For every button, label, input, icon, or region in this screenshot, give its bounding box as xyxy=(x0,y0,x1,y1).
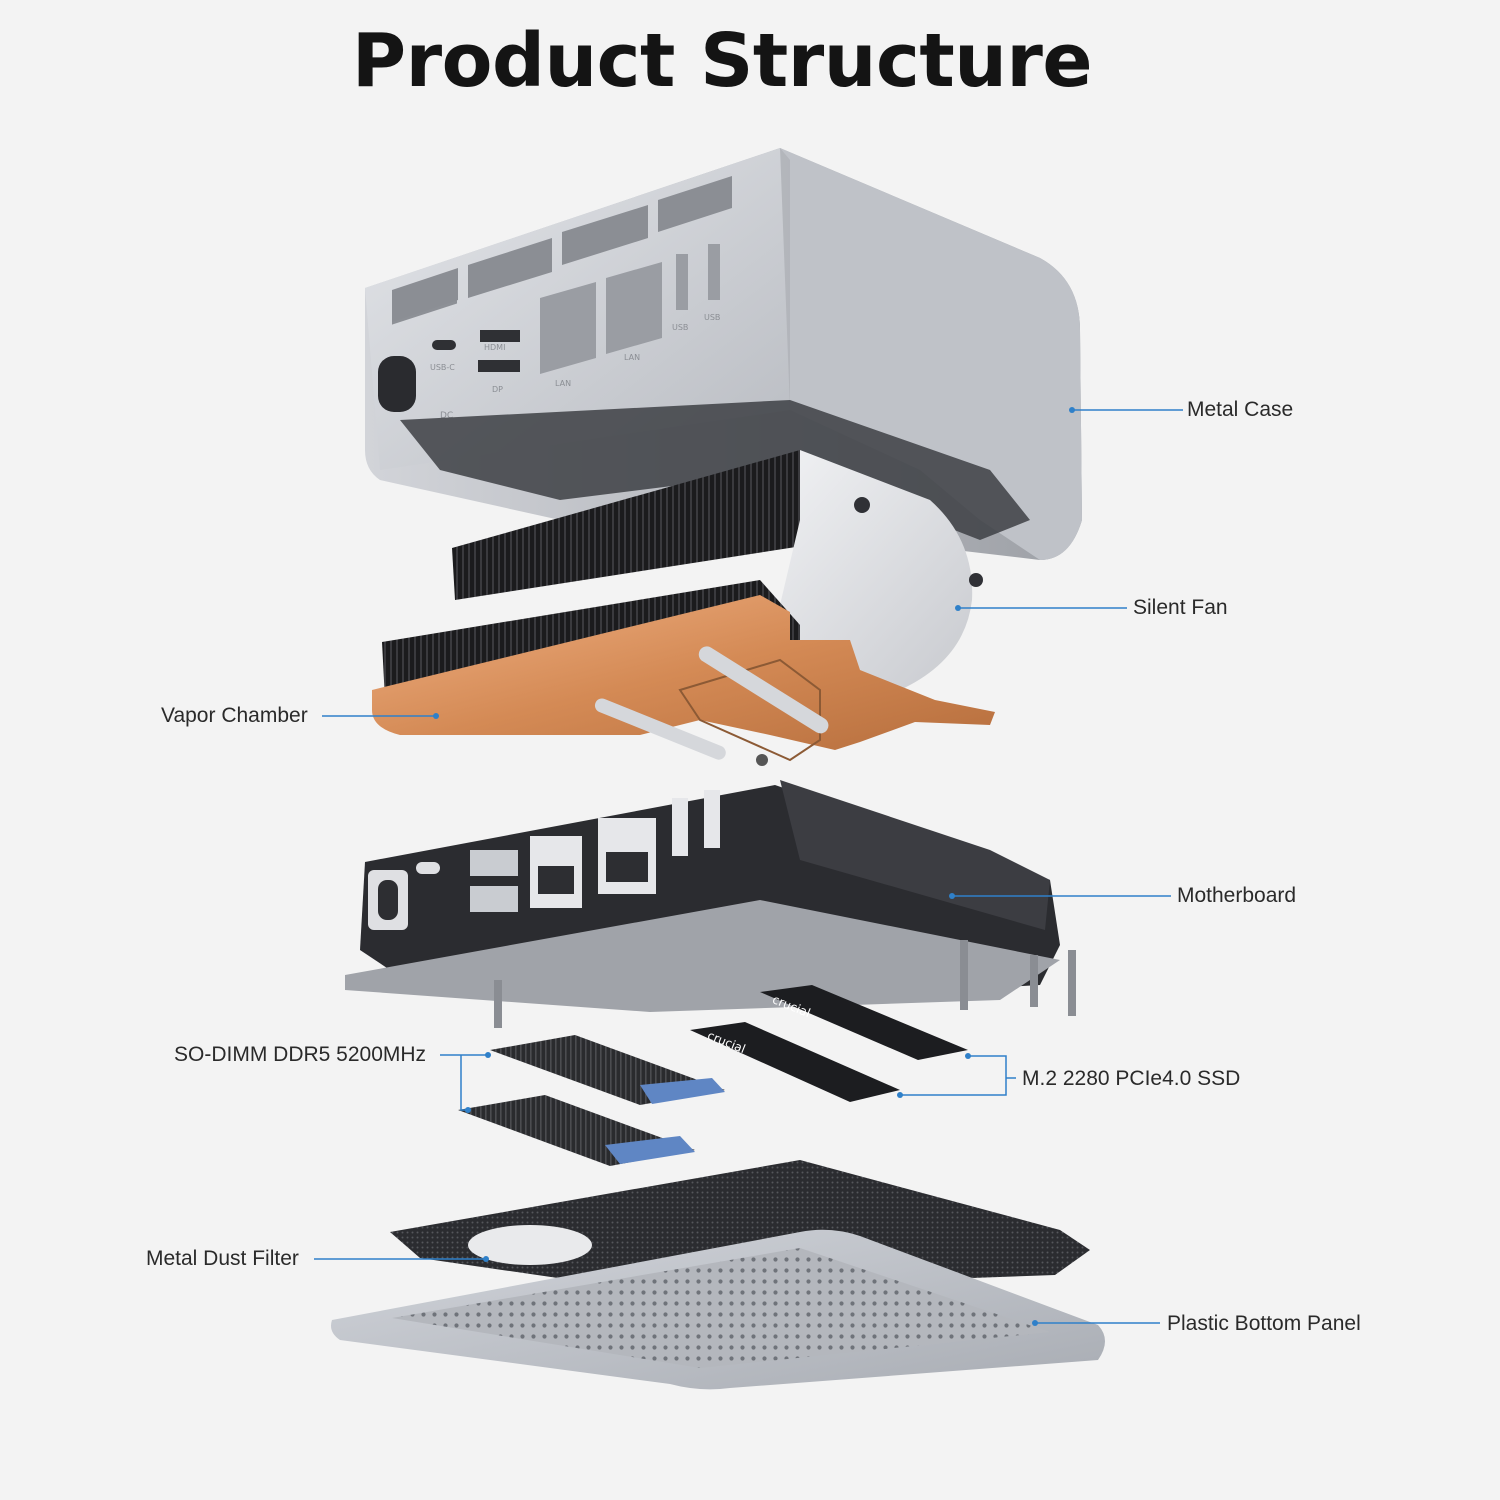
leader-dots xyxy=(433,407,1075,1326)
metal-case: DC USB-C HDMI DP LAN LAN USB USB xyxy=(365,148,1082,560)
svg-text:DC: DC xyxy=(440,411,453,421)
usb-port-1-label: USB xyxy=(672,323,688,332)
label-metal-dust-filter: Metal Dust Filter xyxy=(146,1247,299,1270)
label-silent-fan: Silent Fan xyxy=(1133,596,1228,619)
label-metal-case: Metal Case xyxy=(1187,398,1294,421)
dp-port-label: DP xyxy=(492,385,503,394)
motherboard xyxy=(345,780,1076,1028)
silent-fan xyxy=(452,450,983,690)
label-motherboard: Motherboard xyxy=(1177,884,1297,907)
usb-port-2-label: USB xyxy=(704,313,720,322)
label-plastic-bottom-panel: Plastic Bottom Panel xyxy=(1167,1312,1361,1335)
lan-port-2-label: LAN xyxy=(624,353,640,362)
leader-m2-ssd xyxy=(900,1055,1007,1096)
leader-so-dimm-2 xyxy=(460,1055,468,1111)
plastic-bottom-panel xyxy=(331,1229,1105,1390)
label-so-dimm: SO-DIMM DDR5 5200MHz xyxy=(174,1043,427,1066)
label-m2-ssd: M.2 2280 PCIe4.0 SSD xyxy=(1022,1067,1241,1090)
usb-c-port-label: USB-C xyxy=(430,363,455,372)
label-vapor-chamber: Vapor Chamber xyxy=(161,704,308,727)
leader-lines xyxy=(314,409,1183,1324)
so-dimm-memory xyxy=(458,1035,725,1166)
hdmi-port-label: HDMI xyxy=(484,343,505,352)
m2-ssd: crucial crucial xyxy=(690,985,968,1102)
page-title: Product Structure xyxy=(351,18,1093,104)
lan-port-1-label: LAN xyxy=(555,379,571,388)
dc-port: DC xyxy=(378,356,453,421)
vapor-chamber xyxy=(372,580,995,766)
